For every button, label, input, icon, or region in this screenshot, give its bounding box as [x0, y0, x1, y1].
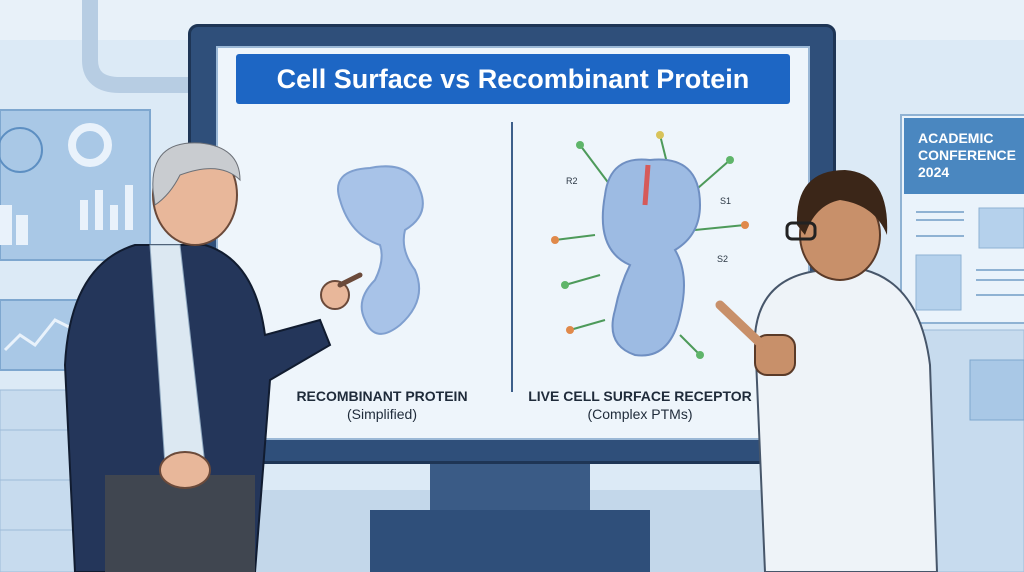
- cell-surface-receptor-image: [551, 131, 749, 359]
- annotation-r2: R2: [566, 176, 578, 186]
- slide-title: Cell Surface vs Recombinant Protein: [236, 54, 790, 104]
- annotation-s2: S2: [717, 254, 729, 264]
- receptor-label: LIVE CELL SURFACE RECEPTOR: [528, 388, 752, 404]
- young-researcher: [715, 170, 939, 572]
- senior-presenter: [63, 142, 363, 572]
- recombinant-protein-image: [337, 165, 424, 335]
- presentation-screen: [216, 46, 810, 440]
- poster-line-2: CONFERENCE: [918, 147, 1017, 163]
- panel-divider: [511, 122, 513, 392]
- poster-line-3: 2024: [918, 164, 950, 180]
- annotation-s1: S1: [720, 196, 732, 206]
- receptor-sublabel: (Complex PTMs): [587, 406, 693, 422]
- recombinant-label: RECOMBINANT PROTEIN: [296, 388, 468, 404]
- poster-header: ACADEMIC CONFERENCE 2024: [904, 118, 1024, 194]
- poster-body: [915, 207, 1024, 311]
- recombinant-sublabel: (Simplified): [346, 406, 417, 422]
- poster-line-1: ACADEMIC: [918, 130, 994, 146]
